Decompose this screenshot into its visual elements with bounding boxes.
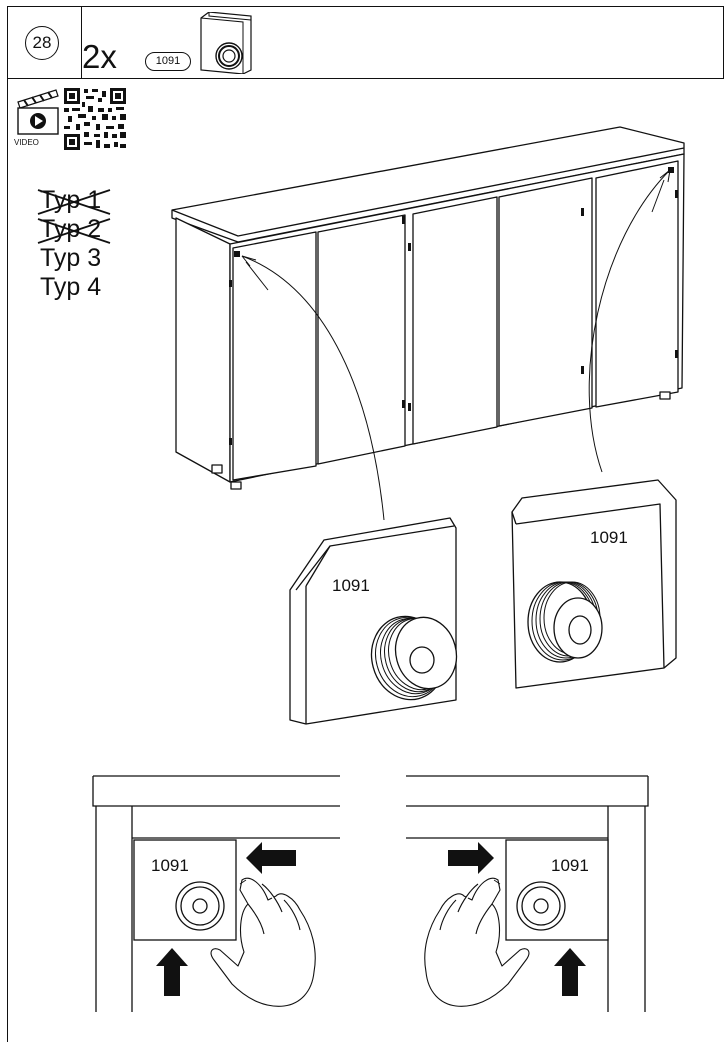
step-number-cell: 28 (7, 6, 82, 78)
left-bumper-label: 1091 (332, 576, 370, 595)
left-install-label: 1091 (151, 856, 189, 875)
cross-out-icon (37, 218, 111, 244)
quantity-label: 2x (82, 38, 117, 75)
part-number-badge: 1091 (145, 52, 191, 71)
type-item-3: Typ 3 (40, 244, 102, 272)
type-item-2: Typ 2 (37, 215, 111, 244)
right-bumper-label: 1091 (590, 528, 628, 547)
arrow-icons (156, 842, 586, 996)
part-bumper-icon (197, 12, 253, 74)
page-frame (7, 6, 723, 1042)
qr-code (64, 88, 126, 150)
cross-out-icon (37, 189, 111, 215)
video-block[interactable]: VIDEO (12, 86, 130, 152)
step-number: 28 (25, 26, 59, 60)
type-item-4: Typ 4 (40, 273, 102, 301)
right-install-label: 1091 (551, 856, 589, 875)
video-label: VIDEO (14, 138, 39, 147)
video-clapper-icon[interactable] (12, 86, 130, 152)
type-item-1: Typ 1 (37, 186, 111, 215)
type-list: Typ 1 Typ 2 Typ 3 Typ 4 (37, 186, 111, 302)
